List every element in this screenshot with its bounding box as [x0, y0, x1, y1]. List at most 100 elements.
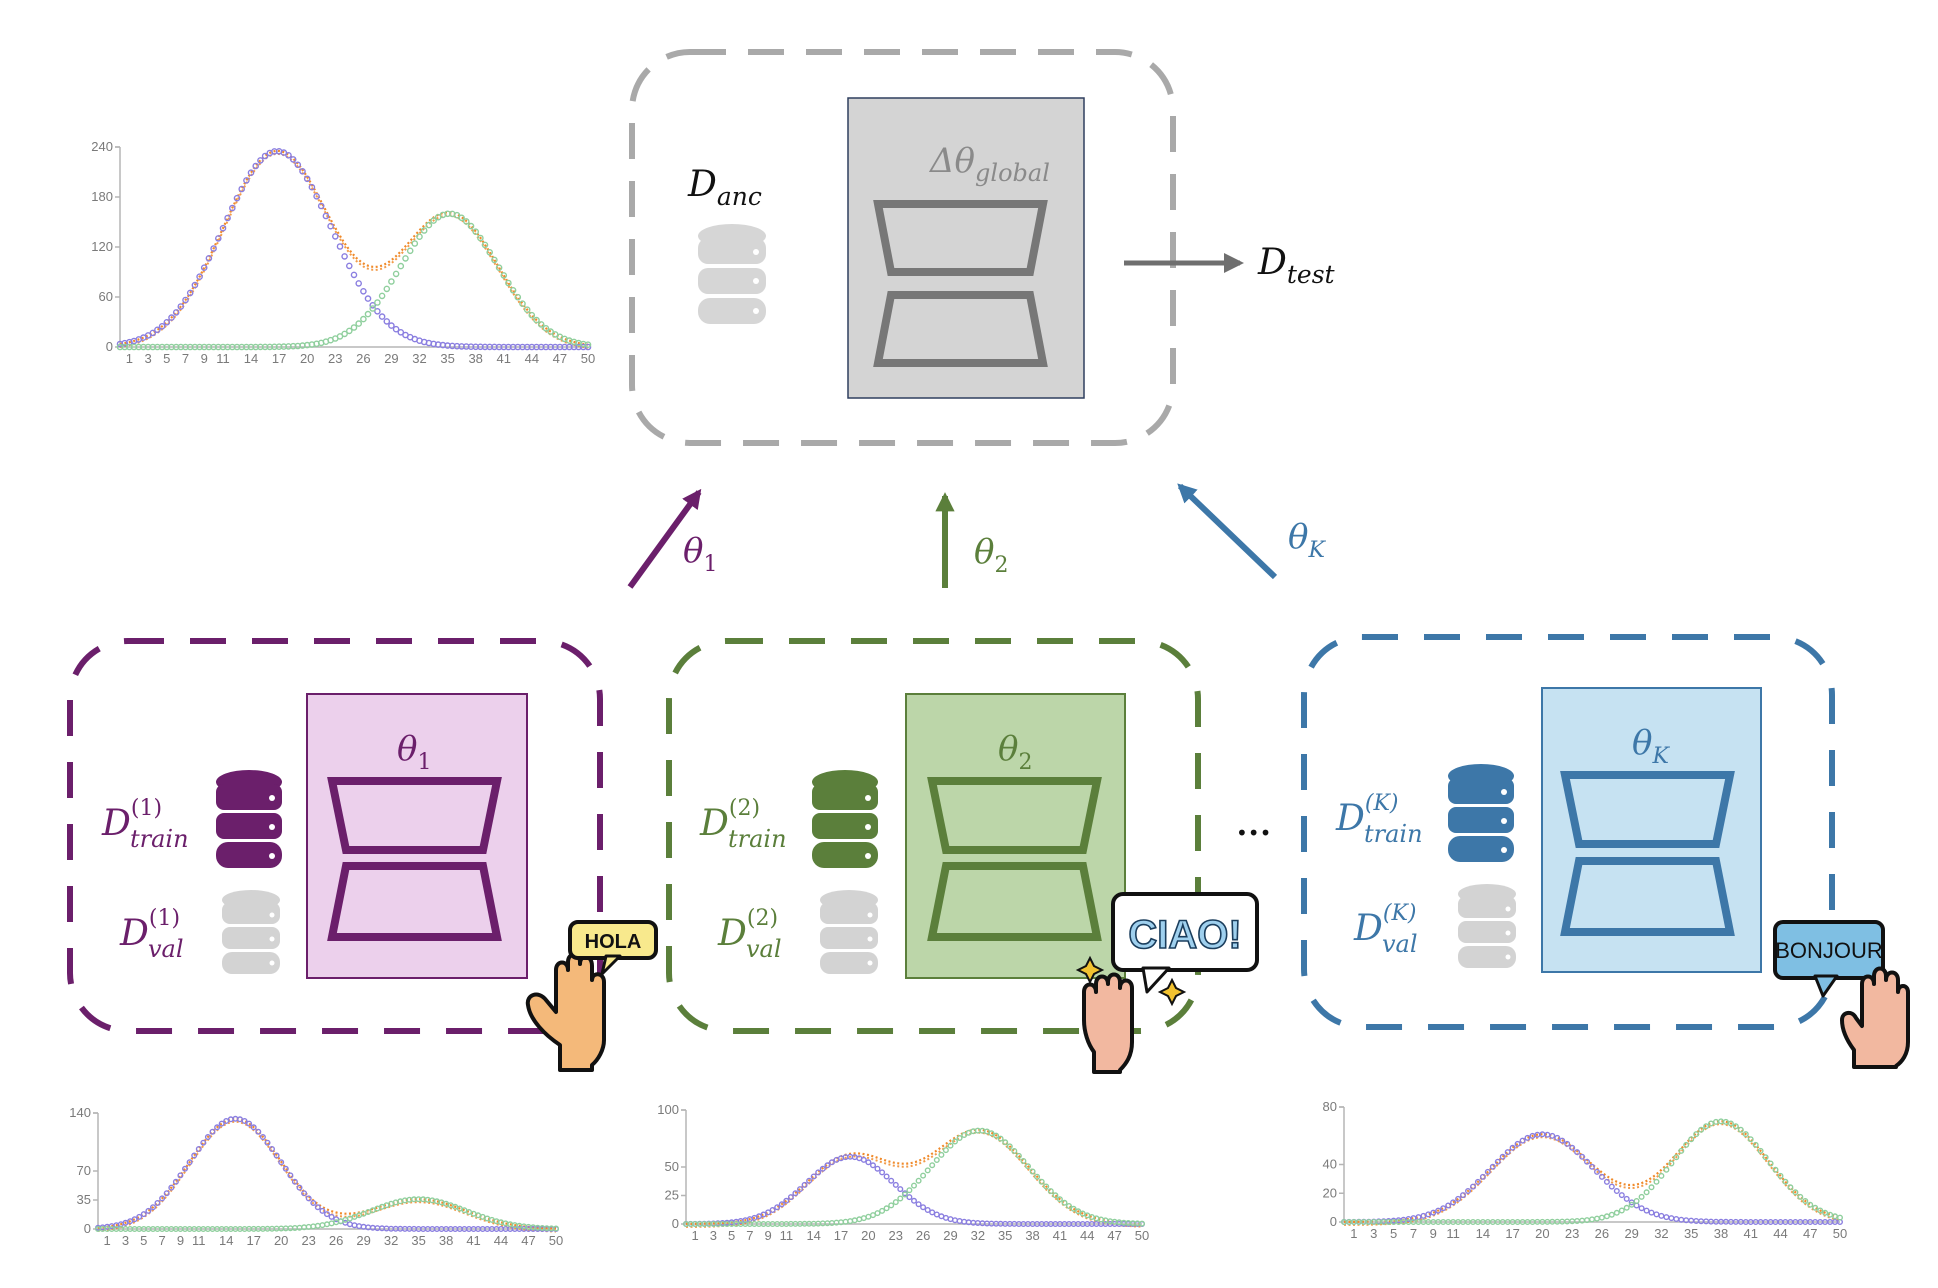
data-point	[313, 192, 320, 200]
data-point	[172, 309, 180, 316]
waving-hand-icon	[1840, 966, 1910, 1069]
data-point	[149, 1204, 156, 1211]
data-point	[1608, 1211, 1615, 1218]
train-database-icon	[812, 770, 878, 868]
data-point	[406, 247, 414, 255]
data-point	[1777, 1172, 1784, 1179]
data-point	[486, 248, 494, 256]
waving-hand-icon	[1082, 972, 1134, 1074]
data-point	[1737, 1126, 1744, 1133]
data-point	[911, 1197, 918, 1204]
data-point	[1613, 1209, 1620, 1216]
greeting-bubble: HOLA	[568, 920, 658, 976]
data-point	[1554, 1134, 1561, 1141]
data-point	[1574, 1217, 1581, 1224]
server-node: Danc Δθglobal Dtest	[629, 49, 1336, 446]
data-point	[1038, 1178, 1045, 1185]
data-point	[1499, 1153, 1506, 1160]
data-point	[1474, 1178, 1481, 1185]
data-point	[228, 204, 236, 212]
y-tick-label: 60	[99, 289, 113, 304]
data-point	[838, 1219, 845, 1226]
data-point	[324, 1211, 331, 1218]
data-point	[1812, 1204, 1819, 1211]
data-point	[243, 177, 250, 184]
data-point	[328, 1220, 335, 1227]
x-tick-label: 29	[943, 1228, 957, 1243]
y-tick-label: 35	[77, 1192, 91, 1207]
data-point	[1836, 1214, 1843, 1221]
data-point	[374, 299, 381, 306]
series-component-1	[116, 147, 592, 351]
client-1-train-label: D(1)train	[101, 796, 189, 853]
data-point	[883, 1205, 890, 1212]
data-point	[397, 262, 405, 270]
x-tick-label: 9	[177, 1233, 184, 1248]
data-point	[956, 1217, 963, 1224]
data-point	[1445, 1202, 1452, 1209]
data-point	[429, 1197, 436, 1204]
data-point	[1668, 1160, 1675, 1167]
data-point	[1583, 1217, 1590, 1224]
data-point	[205, 254, 213, 262]
data-point	[547, 328, 554, 335]
data-point	[397, 1198, 404, 1205]
x-tick-label: 29	[384, 351, 398, 366]
greeting-text: CIAO!	[1128, 913, 1241, 957]
data-point	[337, 1218, 344, 1225]
y-tick-label: 0	[1330, 1214, 1337, 1229]
data-point	[163, 1190, 170, 1197]
data-point	[168, 314, 175, 321]
data-point	[1415, 1214, 1422, 1221]
data-point	[324, 1221, 331, 1228]
data-point	[1425, 1211, 1432, 1218]
data-point	[1742, 1131, 1749, 1138]
data-point	[369, 1224, 376, 1231]
data-point	[1618, 1207, 1625, 1214]
y-tick-label: 20	[1323, 1185, 1337, 1200]
data-point	[1663, 1166, 1670, 1173]
data-point	[1047, 1188, 1054, 1195]
data-point	[1435, 1207, 1442, 1214]
data-point	[351, 1222, 358, 1229]
data-point	[778, 1201, 785, 1208]
data-point	[1693, 1131, 1700, 1138]
data-point	[154, 326, 161, 334]
data-point	[1807, 1201, 1814, 1208]
series-component-2	[94, 1196, 560, 1232]
data-point	[397, 328, 405, 336]
x-tick-label: 35	[440, 351, 454, 366]
upload-label-2: θ2	[974, 532, 1008, 578]
data-point	[181, 1165, 188, 1172]
data-point	[430, 217, 437, 224]
x-tick-label: 50	[1833, 1226, 1847, 1241]
x-tick-label: 3	[710, 1228, 717, 1243]
data-point	[1052, 1192, 1059, 1199]
upload-arrow-client-k: θK	[1177, 483, 1326, 580]
data-point	[915, 1201, 922, 1208]
data-point	[1643, 1207, 1650, 1214]
x-tick-label: 23	[1565, 1226, 1579, 1241]
x-tick-label: 44	[1080, 1228, 1094, 1243]
data-point	[219, 224, 227, 232]
data-point	[433, 1198, 440, 1205]
x-tick-label: 9	[1430, 1226, 1437, 1241]
data-point	[346, 1221, 353, 1228]
data-point	[1593, 1168, 1600, 1175]
data-point	[1802, 1197, 1809, 1204]
data-point	[1727, 1120, 1734, 1127]
sparkle-icon	[1075, 955, 1187, 1007]
global-model-label: Δθglobal	[928, 141, 1050, 187]
x-tick-label: 41	[497, 351, 511, 366]
data-point	[1772, 1166, 1779, 1173]
x-tick-label: 47	[553, 351, 567, 366]
x-tick-label: 5	[140, 1233, 147, 1248]
data-point	[1519, 1137, 1526, 1144]
data-point	[269, 1145, 276, 1152]
series-component-2	[116, 210, 592, 351]
data-point	[870, 1162, 877, 1169]
greeting-text: HOLA	[585, 931, 642, 953]
x-tick-label: 20	[274, 1233, 288, 1248]
data-point	[1698, 1126, 1705, 1133]
